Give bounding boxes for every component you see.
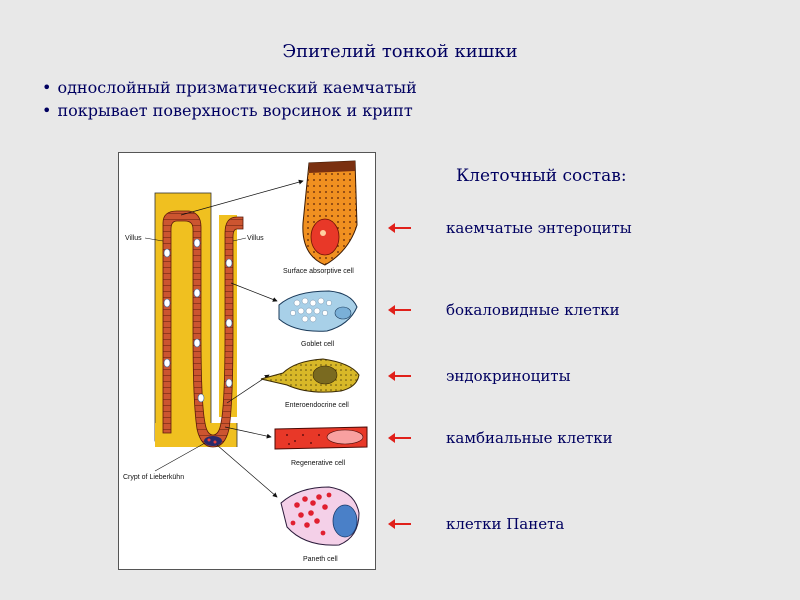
composition-item-label: клетки Панета — [446, 515, 565, 533]
figure-drawing: Villus Villus Crypt of Lieberkühn Surfac… — [123, 160, 368, 563]
pointer-paneth — [216, 444, 278, 498]
goblet-cell-label: Goblet cell — [301, 341, 335, 348]
pointer-absorptive — [180, 179, 304, 216]
composition-item: эндокриноциты — [388, 366, 571, 386]
composition-item-label: эндокриноциты — [446, 367, 571, 385]
surface-absorptive-cell-label: Surface absorptive cell — [283, 268, 354, 275]
goblet-cell — [278, 290, 358, 332]
enteroendocrine-cell — [260, 358, 360, 393]
composition-item: клетки Панета — [388, 514, 564, 534]
slide-title: Эпителий тонкой кишки — [282, 41, 518, 62]
left-arrow-icon — [388, 223, 411, 233]
goblet-cells-in-epithelium — [163, 238, 233, 403]
surface-absorptive-cell — [302, 160, 358, 266]
bullet-item: однослойный призматический каемчатый — [42, 76, 416, 99]
regenerative-cell-label: Regenerative cell — [291, 460, 346, 467]
crypt-label: Crypt of Lieberkühn — [123, 474, 184, 481]
composition-item-label: бокаловидные клетки — [446, 301, 620, 319]
composition-item: камбиальные клетки — [388, 428, 613, 448]
crypt-base-cells — [204, 436, 222, 446]
enteroendocrine-cell-label: Enteroendocrine cell — [285, 402, 349, 409]
villus-label-right: Villus — [247, 235, 264, 242]
left-arrow-icon — [388, 305, 411, 315]
paneth-cell — [280, 486, 360, 546]
left-arrow-icon — [388, 519, 411, 529]
paneth-cell-label: Paneth cell — [303, 556, 338, 563]
composition-item-label: камбиальные клетки — [446, 429, 613, 447]
bullet-item: покрывает поверхность ворсинок и крипт — [42, 99, 417, 122]
villus-label-left: Villus — [125, 235, 142, 242]
composition-item: бокаловидные клетки — [388, 300, 620, 320]
intestinal-epithelium-figure: Villus Villus Crypt of Lieberkühn Surfac… — [118, 152, 376, 570]
bullet-list: однослойный призматический каемчатый пок… — [42, 76, 417, 122]
cell-composition-title: Клеточный состав: — [456, 166, 627, 186]
left-arrow-icon — [388, 371, 411, 381]
composition-item: каемчатые энтероциты — [388, 218, 632, 238]
regenerative-cell — [274, 426, 368, 450]
villus-epithelium — [162, 210, 244, 448]
composition-item-label: каемчатые энтероциты — [446, 219, 632, 237]
left-arrow-icon — [388, 433, 411, 443]
pointer-regenerative — [224, 426, 272, 439]
pointer-goblet — [230, 282, 278, 302]
